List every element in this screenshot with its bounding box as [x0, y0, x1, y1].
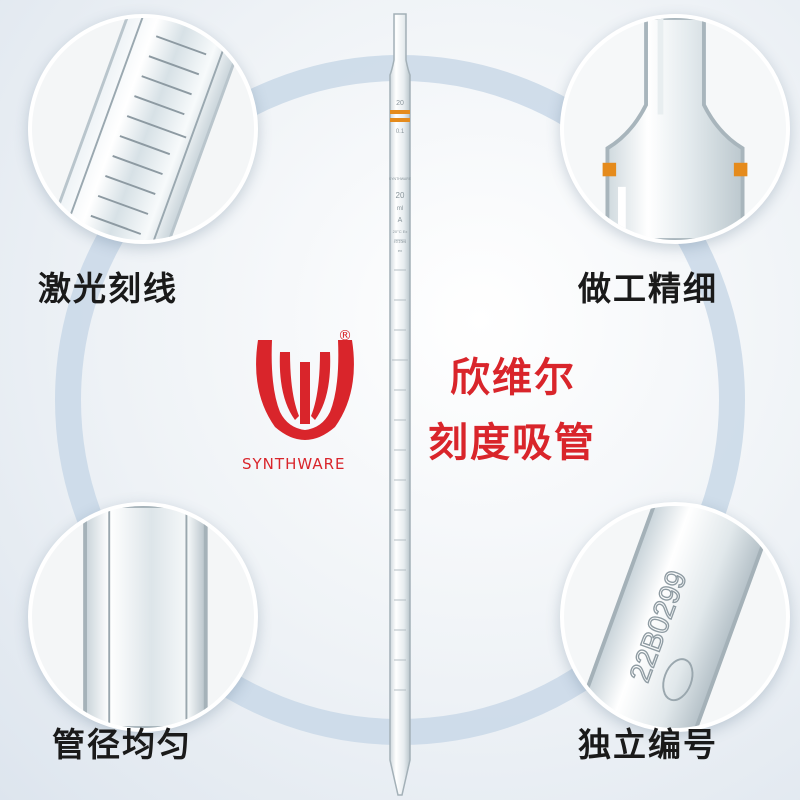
feature-caption-uniform-diameter: 管径均匀: [52, 725, 192, 764]
zoom-bubble-uniform-diameter: [28, 502, 258, 732]
zoom-bubble-serial-number: 22B0299: [560, 502, 790, 732]
pipette-temp: 20°C Ex: [393, 229, 408, 234]
product-title-line2: 刻度吸管: [428, 420, 596, 466]
pipette-neck-closeup: [564, 18, 786, 240]
pipette-top-sub: 0.1: [396, 129, 405, 135]
zoom-bubble-laser-lines: [28, 14, 258, 244]
pipette-class: A: [398, 217, 403, 224]
product-title-line1: 欣维尔: [450, 355, 576, 401]
pipette-unit: ml: [397, 206, 403, 212]
feature-caption-serial-number: 独立编号: [578, 725, 718, 764]
graduated-pipette: 20 0.1 SYNTHWARE 20 ml A 20°C Ex ±0.10ml…: [389, 13, 412, 796]
feature-caption-laser-lines: 激光刻线: [38, 269, 178, 308]
serial-closeup: 22B0299: [564, 506, 786, 728]
laser-lines-closeup: [32, 18, 254, 240]
tube-closeup: [32, 506, 254, 728]
registered-mark: ®: [338, 328, 352, 344]
feature-caption-fine-work: 做工精细: [578, 269, 718, 308]
synthware-logo: [256, 340, 354, 440]
zoom-bubble-fine-work: [560, 14, 790, 244]
pipette-top-value: 20: [396, 100, 404, 107]
pipette-volume: 20: [396, 191, 405, 200]
brand-name: SYNTHWARE: [242, 455, 346, 473]
pipette-brand-mark: SYNTHWARE: [389, 177, 412, 181]
pipette-code: ex: [398, 248, 402, 253]
pipette-tolerance: ±0.10ml: [394, 240, 407, 244]
